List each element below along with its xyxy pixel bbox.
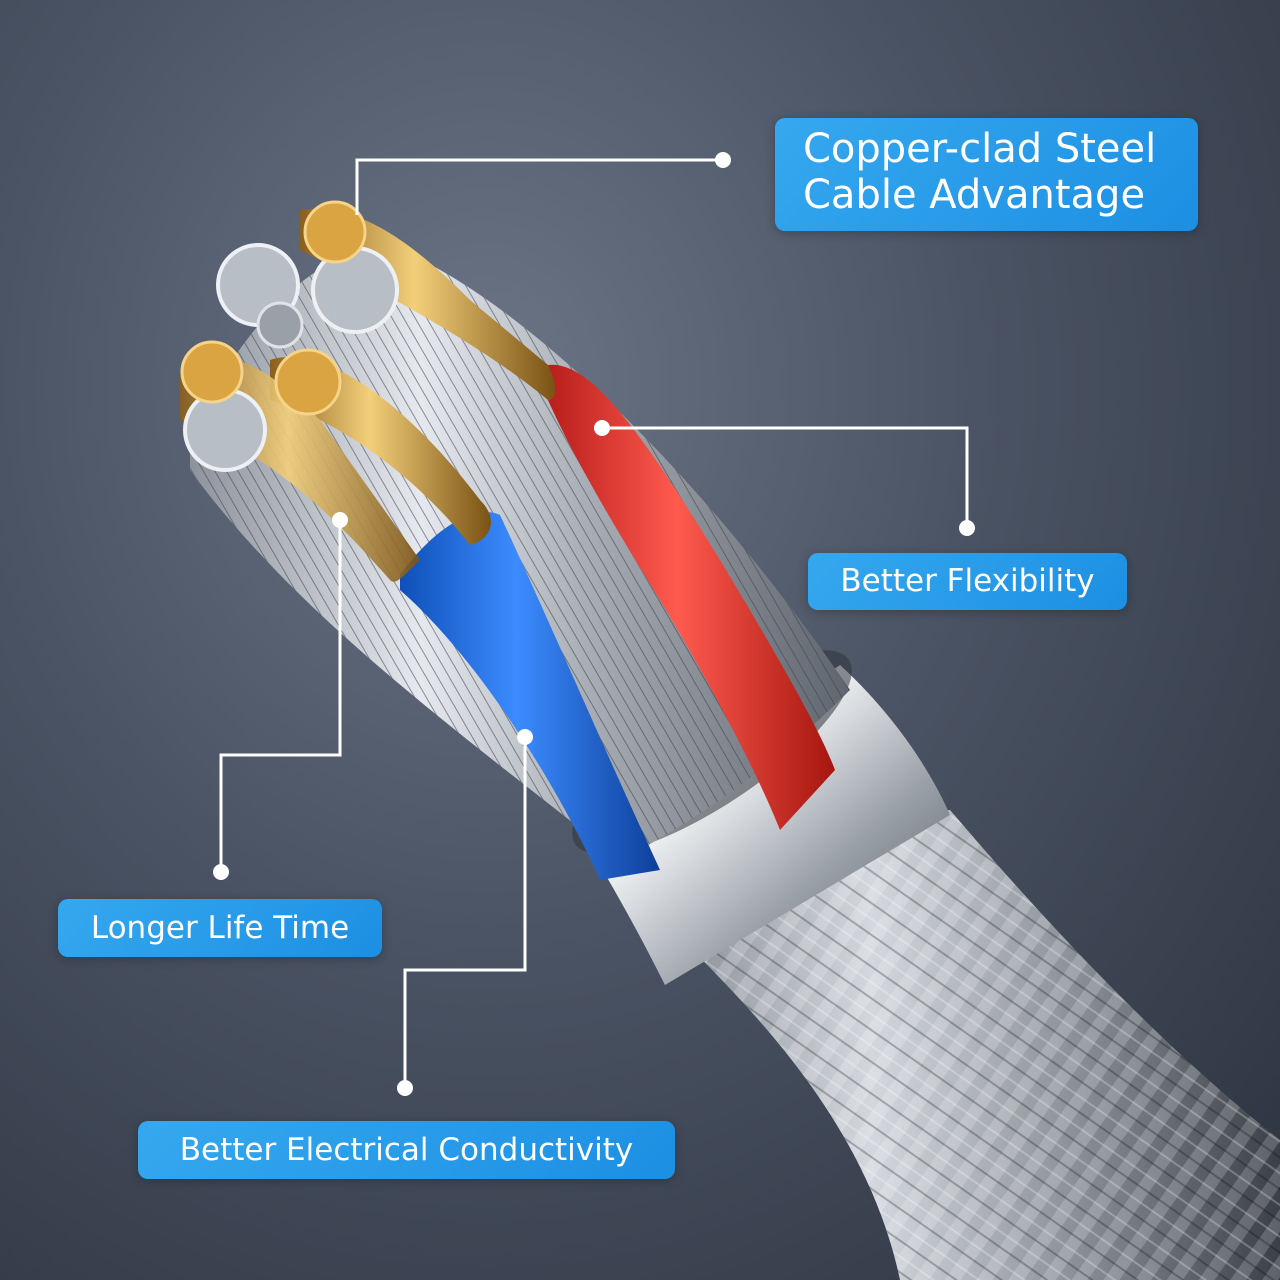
label-copper-line2: Cable Advantage <box>803 172 1146 218</box>
label-longer-life-time: Longer Life Time <box>58 899 382 957</box>
label-better-flexibility: Better Flexibility <box>808 553 1127 610</box>
label-better-conductivity: Better Electrical Conductivity <box>138 1121 675 1179</box>
label-copper-line1: Copper-clad Steel <box>803 126 1157 172</box>
label-copper-clad-steel: Copper-clad Steel Cable Advantage <box>775 118 1198 231</box>
